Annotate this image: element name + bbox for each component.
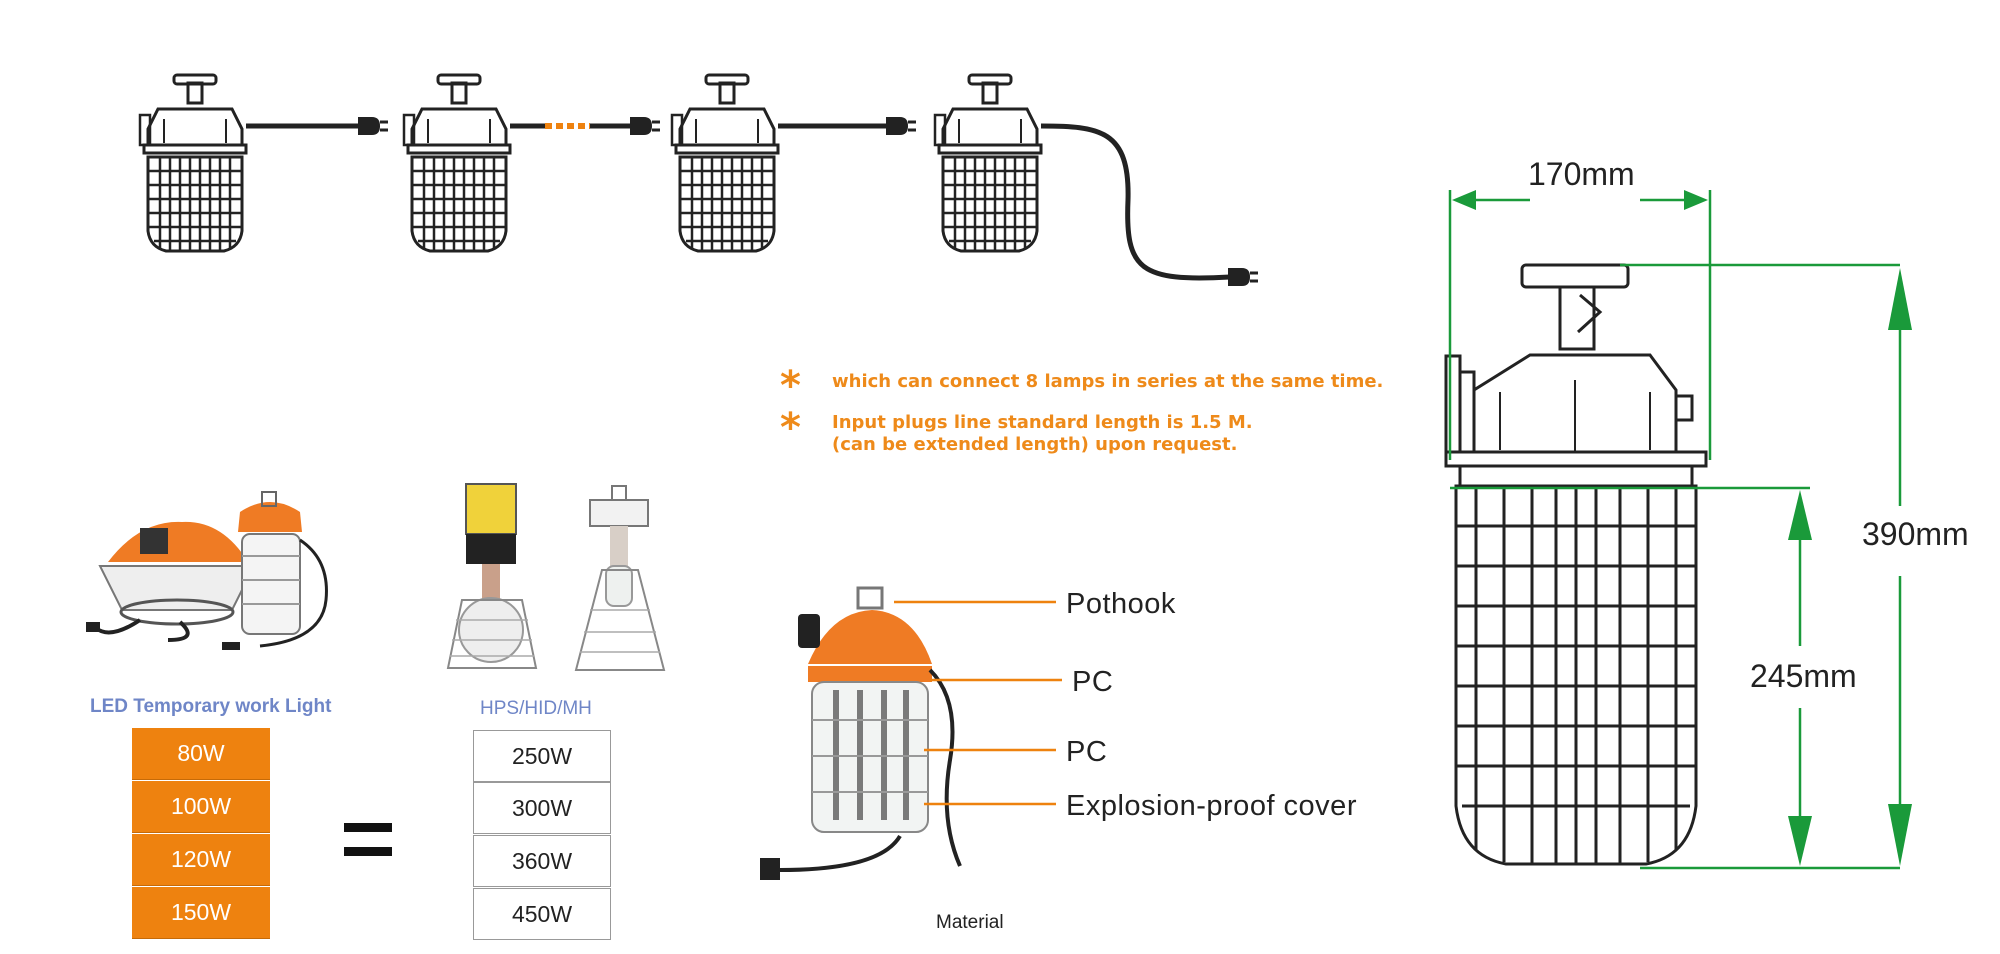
hps-lamp-photos <box>446 483 666 671</box>
hps-watt-450: 450W <box>473 888 611 940</box>
led-watt-150: 150W <box>132 887 270 939</box>
led-watt-120: 120W <box>132 834 270 886</box>
hps-watt-250: 250W <box>473 730 611 782</box>
led-watt-80: 80W <box>132 728 270 780</box>
asterisk-icon: * <box>780 363 801 409</box>
led-watt-100: 100W <box>132 781 270 833</box>
part-pc-mid: PC <box>1066 736 1108 768</box>
note-plug-length: Input plugs line standard length is 1.5 … <box>832 412 1253 433</box>
part-pc-top: PC <box>1072 666 1114 698</box>
hps-caption: HPS/HID/MH <box>480 698 592 719</box>
note-series: which can connect 8 lamps in series at t… <box>832 371 1384 392</box>
cage-bars <box>1456 486 1696 864</box>
part-leader-lines <box>894 600 1062 806</box>
material-lamp-photo <box>760 586 962 880</box>
asterisk-icon: * <box>780 405 801 451</box>
part-explosion-proof-cover: Explosion-proof cover <box>1066 790 1357 822</box>
hps-watt-360: 360W <box>473 835 611 887</box>
led-lamp-photos <box>86 491 328 650</box>
dimension-lines <box>1448 190 1912 870</box>
equals-sign <box>344 823 392 856</box>
part-pothook: Pothook <box>1066 588 1176 620</box>
series-chain-illustration <box>138 73 1260 288</box>
material-caption: Material <box>936 912 1004 933</box>
dimension-cage-height: 245mm <box>1750 658 1857 695</box>
hps-watt-300: 300W <box>473 782 611 834</box>
dimension-height: 390mm <box>1862 516 1969 553</box>
led-caption: LED Temporary work Light <box>90 696 332 717</box>
lamp-technical-drawing <box>1444 263 1708 866</box>
note-extension: (can be extended length) upon request. <box>832 434 1238 455</box>
dimension-width: 170mm <box>1528 156 1635 193</box>
